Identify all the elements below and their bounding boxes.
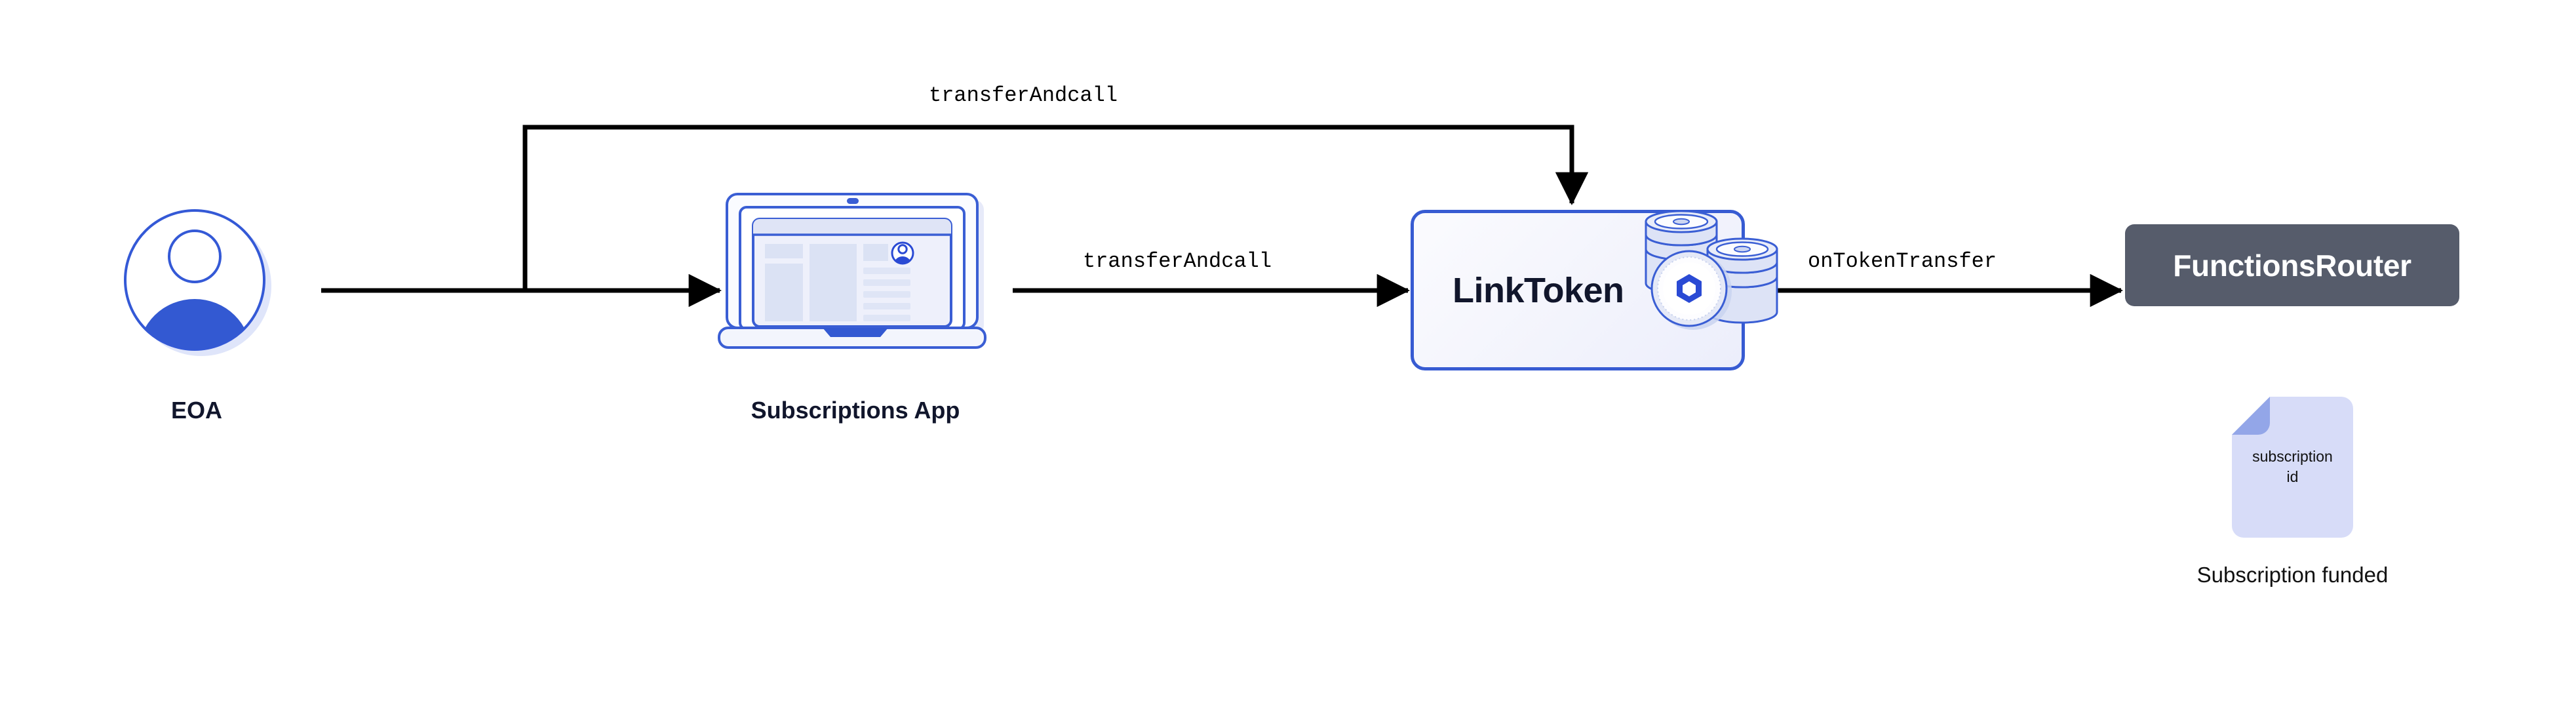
node-label-subscription-funded: Subscription funded	[2163, 561, 2422, 589]
node-label-functionsrouter: FunctionsRouter	[2173, 248, 2411, 283]
document-text: subscription id	[2232, 447, 2353, 487]
document-icon: subscription id	[2232, 397, 2353, 538]
user-avatar-icon	[121, 207, 272, 357]
app-user-avatar-icon	[891, 241, 914, 265]
document-text-line-1: subscription	[2252, 448, 2333, 465]
edge-label-eoa-linktoken: transferAndcall	[929, 83, 1118, 108]
subscription-funded-text: Subscription funded	[2196, 563, 2389, 587]
document-text-line-2: id	[2286, 468, 2299, 485]
coin-stack-icon	[1637, 205, 1810, 372]
node-linktoken[interactable]: LinkToken	[1411, 210, 1778, 370]
edge-label-linktoken-router: onTokenTransfer	[1808, 249, 1997, 273]
laptop-icon	[718, 190, 993, 351]
edge-label-app-linktoken: transferAndcall	[1083, 249, 1272, 273]
node-functionsrouter[interactable]: FunctionsRouter	[2125, 224, 2459, 306]
node-label-eoa: EOA	[170, 397, 222, 424]
chainlink-hexagon-icon	[1650, 250, 1732, 330]
node-label-subscriptions-app: Subscriptions App	[751, 397, 960, 424]
node-label-linktoken: LinkToken	[1453, 270, 1624, 310]
